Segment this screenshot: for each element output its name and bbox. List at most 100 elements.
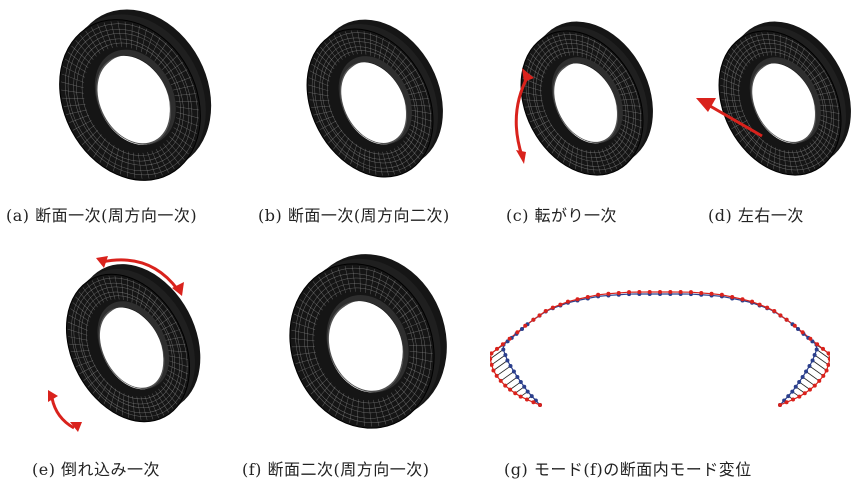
tire-mesh-radial	[407, 367, 431, 379]
tire-mesh-radial	[809, 70, 825, 82]
tire-mesh-radial	[621, 109, 642, 114]
mode-displacement-line	[509, 381, 522, 390]
tire-mesh-radial	[98, 382, 109, 400]
tire-mesh-radial	[616, 84, 634, 91]
tire-mesh-radial	[723, 64, 742, 78]
tire-mesh-radial	[409, 344, 433, 346]
tire-mesh-radial	[174, 122, 198, 134]
tire-mesh-radial	[767, 32, 773, 56]
tire-mesh-radial	[569, 32, 575, 56]
tire-mesh-radial	[363, 31, 367, 55]
tire-mesh-radial	[819, 124, 839, 135]
deformed-node	[765, 305, 770, 310]
tire-mesh-radial	[410, 104, 431, 107]
tire-mesh-radial	[803, 147, 816, 169]
tire-mesh-radial	[352, 265, 356, 292]
tire-mesh-radial	[537, 43, 553, 64]
mode-displacement-line	[805, 371, 820, 382]
tire-mesh-radial	[344, 141, 354, 160]
tire-mesh-radial	[611, 70, 627, 82]
tire-mesh-radial	[594, 150, 601, 174]
tire-mesh-radial	[749, 136, 760, 154]
deformed-node	[800, 330, 805, 335]
tire-mesh-radial	[581, 149, 583, 172]
deformed-node	[778, 403, 782, 407]
tire-mesh-radial	[68, 314, 89, 327]
tire-mesh-radial	[333, 133, 346, 150]
tire-mesh-radial	[296, 306, 319, 320]
deformed-node	[490, 362, 494, 367]
tire-mesh-radial	[814, 136, 832, 153]
caption-f: (f) 断面二次(周方向一次)	[242, 460, 430, 479]
tire-mesh-radial	[72, 302, 91, 318]
tire-mesh-radial	[110, 21, 118, 48]
tire-mesh-radial	[522, 84, 542, 92]
tire-mesh-radial	[339, 32, 350, 57]
tire-mesh-radial	[83, 369, 99, 381]
caption-d: (d) 左右一次	[708, 206, 804, 225]
tire-mesh-radial	[308, 92, 329, 97]
undeformed-node	[796, 327, 800, 331]
tire-mesh-radial	[402, 312, 423, 324]
tire-mesh-radial	[162, 329, 181, 336]
deformed-node	[507, 336, 512, 341]
tire-mesh-radial	[75, 40, 94, 60]
tire-mesh-radial	[349, 397, 354, 423]
tire-mesh-radial	[788, 39, 793, 61]
tire-mesh-radial	[159, 146, 175, 170]
tilt-arrowhead-top-right	[172, 282, 184, 296]
tire-mesh-radial	[136, 396, 142, 421]
tire-mesh-radial	[67, 321, 88, 331]
deformed-node	[515, 330, 520, 335]
deformed-section-line	[490, 291, 830, 406]
deformed-node	[503, 383, 508, 388]
tire-mesh-radial	[575, 33, 579, 56]
tire-mesh-radial	[557, 140, 566, 159]
tire-a	[59, 9, 212, 181]
deformed-node	[637, 290, 642, 295]
tire-mesh-radial	[614, 77, 631, 86]
undeformed-node	[529, 394, 534, 399]
tire-mode-c-image	[514, 21, 653, 176]
tire-mesh-radial	[818, 98, 837, 101]
tire-mesh-radial	[533, 120, 550, 129]
tire-b	[306, 19, 443, 178]
tire-mesh-radial	[79, 365, 96, 374]
tire-hole-inner	[328, 302, 403, 391]
tire-mesh-radial	[128, 394, 129, 418]
tire-mesh-radial	[527, 58, 546, 74]
tire-mesh-radial	[291, 346, 315, 348]
tire-mesh-radial	[93, 138, 106, 158]
tire-mesh-radial	[311, 63, 331, 77]
tire-mesh-radial	[155, 148, 169, 173]
tire-mesh-radial	[99, 142, 110, 163]
tire-mesh-radial	[87, 283, 101, 305]
caption-c: (c) 転がり一次	[506, 206, 618, 225]
tire-mesh-radial	[66, 109, 88, 115]
mode-displacement-line	[504, 376, 518, 387]
tire-mode-b-image	[306, 19, 443, 178]
tire-mesh-radial	[379, 275, 389, 299]
deformed-node	[772, 309, 777, 314]
tire-mesh-radial	[585, 150, 589, 173]
tire-mesh-radial	[750, 34, 761, 58]
undeformed-node	[810, 358, 815, 363]
tire-mesh-radial	[308, 84, 329, 92]
tire-mesh-radial	[809, 142, 825, 163]
tire-mesh-radial	[303, 292, 323, 311]
tire-mesh-radial	[792, 150, 799, 174]
tire-mesh-radial	[69, 343, 89, 346]
tire-mesh-radial	[581, 34, 583, 57]
undeformed-node	[804, 369, 809, 374]
tire-mesh-radial	[171, 131, 193, 148]
tire-mesh-radial	[338, 137, 350, 155]
tire-mesh-radial	[127, 278, 128, 302]
tilt-arrowhead-bottom-b	[70, 422, 82, 432]
tire-mesh-radial	[163, 143, 180, 165]
tire-mesh-radial	[618, 91, 637, 96]
tire-mesh-radial	[370, 32, 371, 56]
tire-mesh-radial	[173, 127, 195, 142]
tire-mesh-radial	[291, 338, 315, 342]
lateral-arrow-line	[709, 104, 763, 138]
tire-mesh-radial	[306, 373, 325, 388]
